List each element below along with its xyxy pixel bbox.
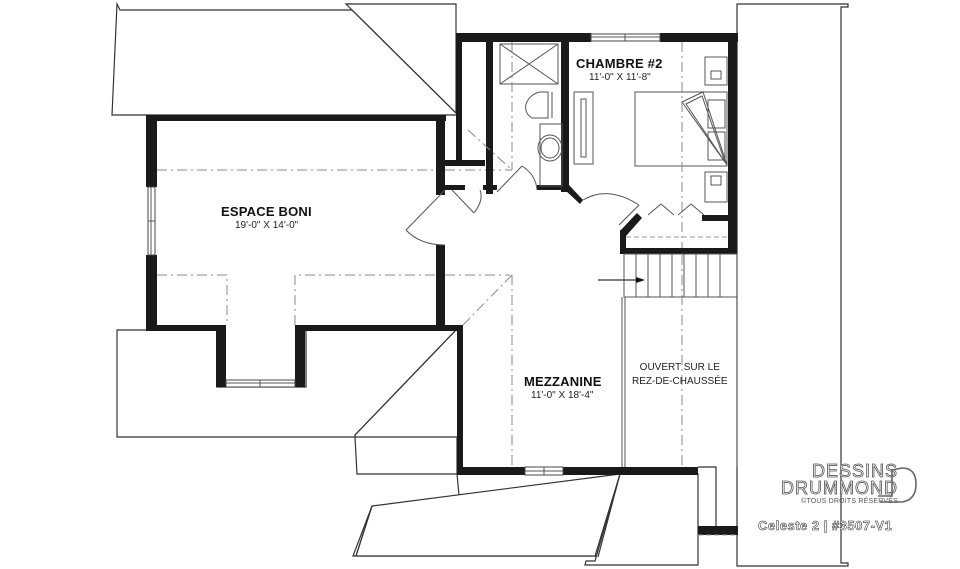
open-to-below-note: OUVERT SUR LE REZ-DE-CHAUSSÉE xyxy=(632,361,728,389)
brand-line-2: DRUMMOND xyxy=(781,478,898,498)
room-label-mezzanine: MEZZANINE xyxy=(524,374,602,389)
chambre-bath-walls xyxy=(445,33,738,254)
note-line-2: REZ-DE-CHAUSSÉE xyxy=(632,376,728,387)
plan-caption: Celeste 2 | #3507-V1 xyxy=(758,518,893,534)
stair xyxy=(598,253,738,298)
roof-outlines xyxy=(111,1,849,567)
brand-logo-icon xyxy=(878,467,917,503)
brand-line-1: DESSINS xyxy=(811,461,898,481)
room-label-espace-boni: ESPACE BONI xyxy=(221,204,312,219)
room-label-chambre-2: CHAMBRE #2 xyxy=(576,56,663,71)
brand-block: DESSINS DRUMMOND ©TOUS DROITS RÉSERVÉS xyxy=(781,461,898,506)
note-line-1: OUVERT SUR LE xyxy=(639,362,720,373)
mezzanine-walls xyxy=(457,325,738,535)
brand-copyright: ©TOUS DROITS RÉSERVÉS xyxy=(800,498,898,505)
door-swings xyxy=(405,165,640,246)
room-dimensions-espace-boni: 19'-0" X 14'-0" xyxy=(235,220,299,231)
espace-boni-walls xyxy=(146,115,460,387)
room-dimensions-mezzanine: 11'-0" X 18'-4" xyxy=(531,390,594,401)
room-dimensions-chambre-2: 11'-0" X 11'-8" xyxy=(589,72,651,83)
